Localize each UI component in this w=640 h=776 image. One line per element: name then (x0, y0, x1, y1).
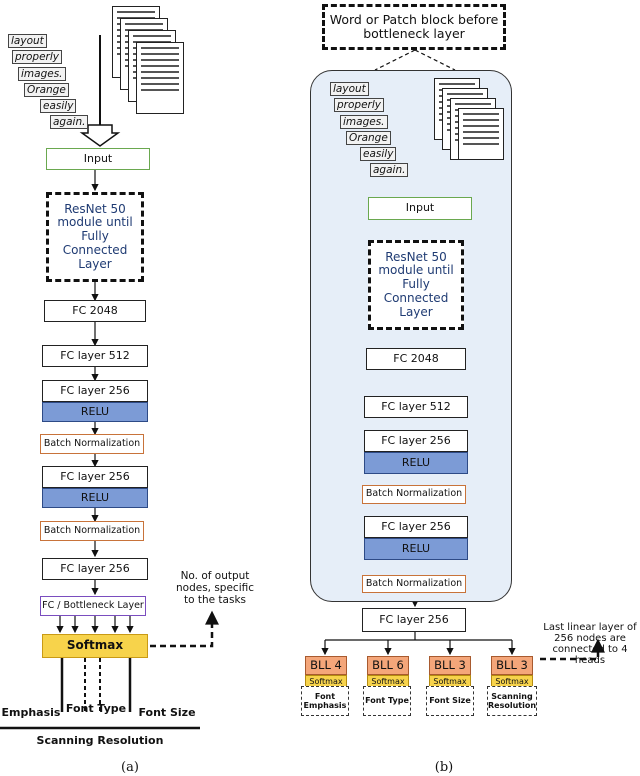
b-head-bll-emphasis: BLL 4 (305, 656, 347, 675)
b-head-bll-fontsize: BLL 3 (429, 656, 471, 675)
word-tile: layout (330, 82, 369, 96)
a-output-emphasis: Emphasis (1, 706, 61, 719)
a-fc-256-1: FC layer 256 (42, 380, 148, 402)
a-output-scanning-resolution: Scanning Resolution (36, 734, 164, 747)
a-fc-256-3: FC layer 256 (42, 558, 148, 580)
a-batchnorm-2: Batch Normalization (40, 521, 144, 541)
b-fc-256-1: FC layer 256 (364, 430, 468, 452)
b-input-block: Input (368, 197, 472, 220)
b-fc-256-2: FC layer 256 (364, 516, 468, 538)
b-heads-note: Last linear layer of 256 nodes are conne… (543, 622, 637, 666)
b-relu-1: RELU (364, 452, 468, 474)
b-head-output-fontsize: Font Size (426, 686, 474, 716)
a-relu-2: RELU (42, 488, 148, 508)
a-softmax: Softmax (42, 634, 148, 658)
a-fc-256-2: FC layer 256 (42, 466, 148, 488)
b-batchnorm-1: Batch Normalization (362, 485, 466, 504)
word-tile: properly (12, 50, 62, 64)
a-fc-512: FC layer 512 (42, 345, 148, 367)
b-resnet-module: ResNet 50 module until Fully Connected L… (368, 240, 464, 330)
word-tile: layout (8, 34, 47, 48)
b-relu-2: RELU (364, 538, 468, 560)
word-tile: images. (340, 115, 388, 129)
b-head-bll-scanning: BLL 3 (491, 656, 533, 675)
a-relu-1: RELU (42, 402, 148, 422)
a-output-font-size: Font Size (138, 706, 196, 719)
b-head-output-emphasis: Font Emphasis (301, 686, 349, 716)
a-batchnorm-1: Batch Normalization (40, 434, 144, 454)
a-output-font-type: Font Type (65, 702, 127, 715)
b-head-output-scanning: Scanning Resolution (487, 686, 537, 716)
b-fc-256-3: FC layer 256 (362, 608, 466, 632)
b-fc-512: FC layer 512 (364, 396, 468, 418)
word-tile: images. (18, 67, 66, 81)
b-batchnorm-2: Batch Normalization (362, 575, 466, 593)
word-tile: again. (50, 115, 89, 129)
document-page-icon (458, 108, 504, 160)
word-tile: easily (40, 99, 77, 113)
word-tile: again. (370, 163, 409, 177)
word-tile: Orange (24, 83, 69, 97)
a-input-block: Input (46, 148, 150, 170)
b-head-bll-fonttype: BLL 6 (367, 656, 409, 675)
b-header-block: Word or Patch block before bottleneck la… (322, 4, 506, 50)
caption-b: (b) (434, 760, 454, 775)
a-output-nodes-note: No. of output nodes, specific to the tas… (175, 570, 255, 606)
a-bottleneck-layer: FC / Bottleneck Layer (40, 596, 146, 616)
a-fc-2048: FC 2048 (44, 300, 146, 322)
b-fc-2048: FC 2048 (366, 348, 466, 370)
caption-a: (a) (121, 760, 139, 775)
word-tile: easily (360, 147, 397, 161)
word-tile: properly (334, 98, 384, 112)
b-head-output-fonttype: Font Type (363, 686, 411, 716)
a-resnet-module: ResNet 50 module until Fully Connected L… (46, 192, 144, 282)
document-page-icon (136, 42, 184, 114)
word-tile: Orange (346, 131, 391, 145)
